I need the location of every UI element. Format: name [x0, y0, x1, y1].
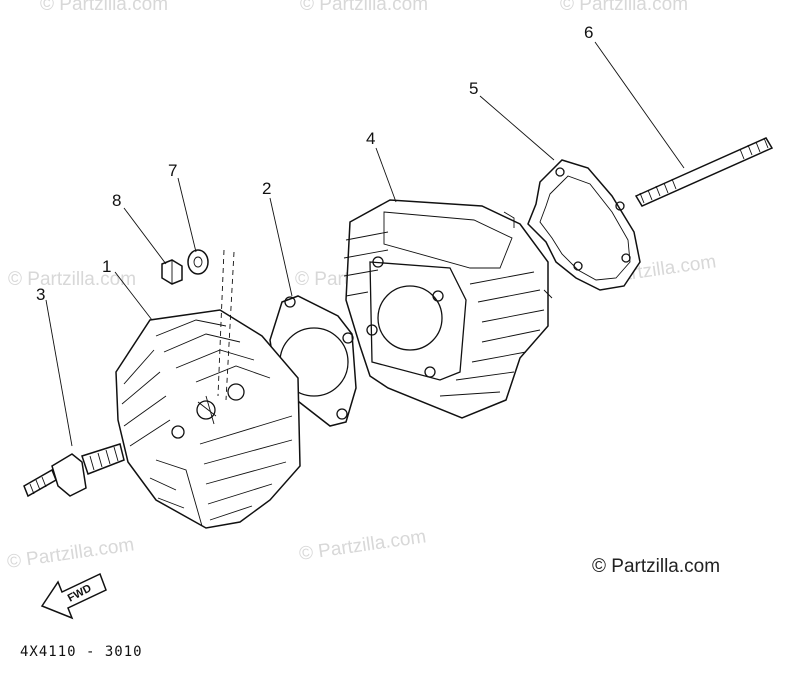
copyright-notice: © Partzilla.com [592, 556, 720, 577]
cylinder-base-gasket [527, 159, 641, 291]
watermark: © Partzilla.com [300, 0, 428, 15]
cylinder [343, 199, 553, 419]
callout-5: 5 [469, 79, 478, 98]
watermark: © Partzilla.com [6, 534, 136, 573]
callout-1: 1 [102, 257, 111, 276]
washer [187, 249, 209, 275]
nut [161, 259, 183, 285]
forward-arrow-icon: FWD [40, 572, 107, 620]
watermark: © Partzilla.com [8, 269, 136, 290]
callout-labels: 1 2 3 4 5 6 7 8 [36, 23, 593, 304]
stud-bolt [634, 137, 774, 207]
watermark: © Partzilla.com [298, 526, 428, 565]
diagram-part-number: 4X4110 - 3010 [20, 644, 143, 660]
callout-3: 3 [36, 285, 45, 304]
cylinder-head [115, 309, 301, 529]
callout-6: 6 [584, 23, 593, 42]
callout-4: 4 [366, 129, 375, 148]
spark-plug [23, 443, 125, 498]
assembly-lines [217, 249, 235, 401]
watermark: © Partzilla.com [560, 0, 688, 15]
leader-lines [45, 41, 685, 447]
callout-7: 7 [168, 161, 177, 180]
callout-8: 8 [112, 191, 121, 210]
callout-2: 2 [262, 179, 271, 198]
watermark: © Partzilla.com [40, 0, 168, 15]
